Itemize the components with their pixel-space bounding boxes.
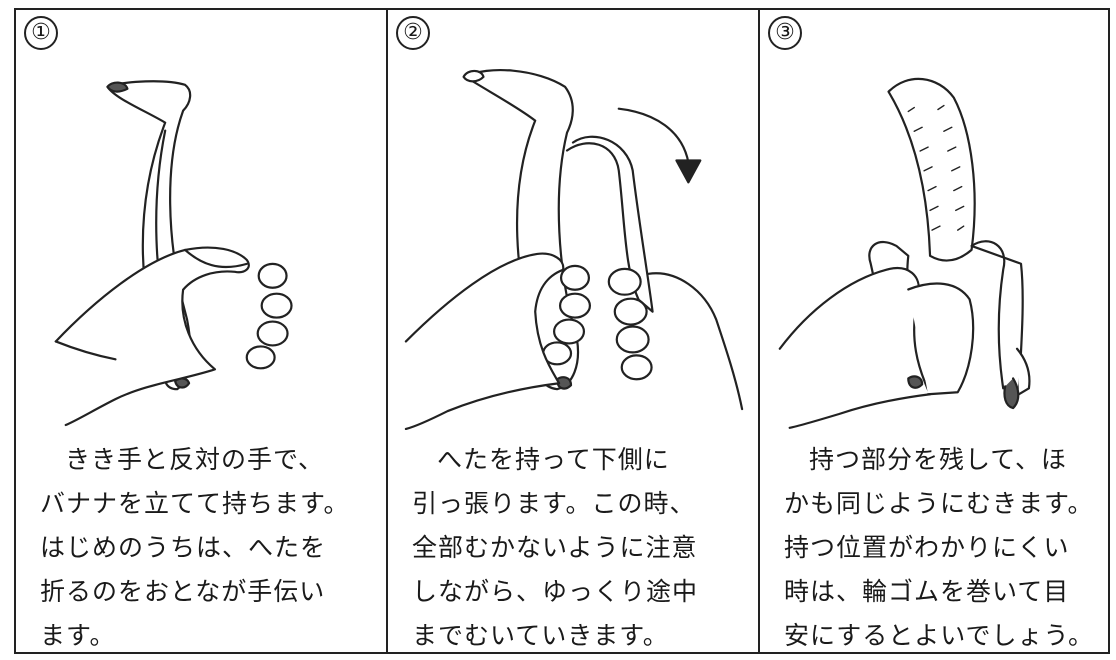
caption-line: 時は、輪ゴムを巻いて目	[784, 577, 1070, 606]
step-panel-1: ① きき手と反対の手で、 バナナを立てて持ちます。 はじめのうちは、へたを 折る…	[14, 8, 386, 654]
step-number-1: ①	[24, 16, 58, 50]
caption-line: ます。	[40, 621, 116, 650]
peeled-banana-illustration	[760, 50, 1108, 430]
caption-line: までむいていきます。	[412, 621, 669, 650]
caption-line: 安にするとよいでしょう。	[784, 621, 1095, 650]
step-number-3: ③	[768, 16, 802, 50]
caption-line: 持つ部分を残して、ほ	[809, 445, 1068, 474]
caption-line: きき手と反対の手で、	[65, 445, 325, 474]
hand-holding-banana-illustration	[16, 50, 386, 430]
caption-line: バナナを立てて持ちます。	[40, 489, 350, 518]
caption-line: しながら、ゆっくり途中	[412, 577, 699, 606]
caption-line: はじめのうちは、へたを	[40, 533, 327, 562]
caption-line: へたを持って下側に	[437, 445, 670, 474]
caption-line: 引っ張ります。この時、	[412, 489, 696, 518]
step-caption-2: へたを持って下側に 引っ張ります。この時、 全部むかないように注意 しながら、ゆ…	[412, 438, 740, 658]
caption-line: 全部むかないように注意	[412, 533, 698, 562]
step-number-2: ②	[396, 16, 430, 50]
step-caption-3: 持つ部分を残して、ほ かも同じようにむきます。 持つ位置がわかりにくい 時は、輪…	[784, 438, 1095, 658]
caption-line: 折るのをおとなが手伝い	[40, 577, 326, 606]
pulling-stem-down-illustration	[388, 50, 758, 430]
caption-line: かも同じようにむきます。	[784, 489, 1094, 518]
caption-line: 持つ位置がわかりにくい	[784, 533, 1070, 562]
step-caption-1: きき手と反対の手で、 バナナを立てて持ちます。 はじめのうちは、へたを 折るのを…	[40, 438, 368, 658]
step-panel-2: ② へたを持って下側に 引っ張ります。この時、	[386, 8, 758, 654]
step-panel-3: ③ 持つ部分を残して、ほ かも同じようにむきます。 持つ位置がわかりにくい 時は…	[758, 8, 1110, 654]
